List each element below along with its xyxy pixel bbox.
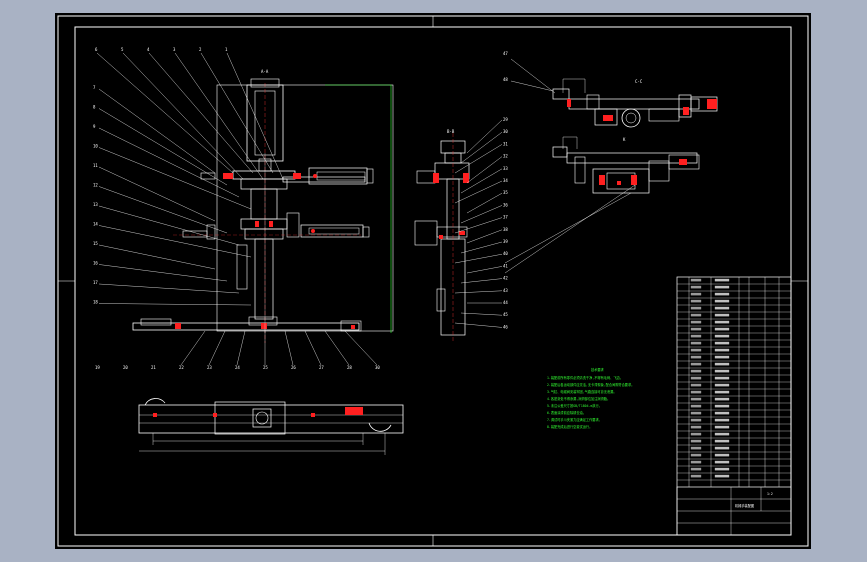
view-label-a: A-A — [261, 69, 269, 74]
detail-view-lower — [552, 136, 700, 194]
balloon-label: 22 — [179, 365, 184, 370]
note-line: 2.装配后各运动部件应灵活,无卡滞现象,配合间隙符合要求。 — [547, 382, 634, 387]
view-label-k: K — [623, 137, 626, 142]
balloon-label: 30 — [503, 129, 508, 134]
section-view — [414, 133, 470, 343]
balloon-label: 44 — [503, 300, 508, 305]
balloon-label: 47 — [503, 51, 508, 56]
balloon-label: 13 — [93, 202, 98, 207]
balloon-label: 31 — [503, 141, 508, 146]
balloon-label: 20 — [123, 365, 128, 370]
balloon-label: 48 — [503, 77, 508, 82]
note-line: 1.装配前所有零件必须清洗干净,不得有毛刺、飞边。 — [547, 375, 623, 380]
balloon-label: 32 — [503, 154, 508, 159]
leader-lines-left — [96, 52, 378, 366]
balloon-label: 42 — [503, 276, 508, 281]
balloon-label: 27 — [319, 365, 324, 370]
balloon-label: 26 — [291, 365, 296, 370]
balloon-label: 1 — [225, 47, 228, 52]
balloon-label: 39 — [503, 239, 508, 244]
balloon-label: 40 — [503, 251, 508, 256]
view-label-b: B-B — [447, 129, 455, 134]
balloons-mid: 29 30 31 32 33 34 35 36 37 38 39 40 41 42 43 44 45 46 — [503, 117, 508, 329]
balloon-label: 33 — [503, 166, 508, 171]
leader-lines-right — [504, 58, 636, 274]
balloon-label: 25 — [263, 365, 268, 370]
balloon-label: 14 — [93, 222, 98, 227]
balloon-label: 38 — [503, 227, 508, 232]
balloon-label: 16 — [93, 261, 98, 266]
balloon-label: 29 — [503, 117, 508, 122]
balloon-label: 23 — [207, 365, 212, 370]
view-label-c: C-C — [635, 79, 643, 84]
balloon-label: 5 — [121, 47, 124, 52]
balloon-label: 36 — [503, 202, 508, 207]
balloon-label: 11 — [93, 163, 98, 168]
balloon-label: 30 — [375, 365, 380, 370]
note-line: 6.表面涂漆前应除锈去油。 — [547, 410, 586, 415]
balloon-label: 8 — [93, 105, 96, 110]
parts-list: 机械手装配图 1:2 — [676, 276, 792, 536]
note-line: 5.未注公差尺寸按GB/T1804-m执行。 — [547, 403, 602, 408]
balloon-label: 37 — [503, 215, 508, 220]
inner-frame — [74, 26, 792, 536]
title-block-title: 机械手装配图 — [735, 503, 754, 508]
main-view — [132, 78, 394, 343]
balloon-label: 6 — [95, 47, 98, 52]
balloon-label: 43 — [503, 288, 508, 293]
note-line: 3.气缸、电磁阀安装牢固,气路连接可靠无泄漏。 — [547, 389, 617, 394]
balloon-label: 28 — [347, 365, 352, 370]
balloon-label: 24 — [235, 365, 240, 370]
balloon-label: 34 — [503, 178, 508, 183]
balloon-label: 9 — [93, 124, 96, 129]
balloon-label: 46 — [503, 324, 508, 329]
note-line: 7.调试时手爪夹紧力应满足工作要求。 — [547, 417, 602, 422]
note-line: 4.各密封处不得渗漏,润滑部位加注润滑脂。 — [547, 396, 610, 401]
balloon-label: 3 — [173, 47, 176, 52]
balloon-label: 15 — [93, 241, 98, 246]
balloon-label: 41 — [503, 263, 508, 268]
balloons-right: 47 48 — [503, 51, 508, 82]
title-block-scale: 1:2 — [767, 492, 773, 496]
balloon-label: 10 — [93, 144, 98, 149]
balloon-label: 2 — [199, 47, 202, 52]
notes-title: 技术要求 — [591, 367, 605, 372]
balloon-label: 7 — [93, 85, 96, 90]
balloon-label: 21 — [151, 365, 156, 370]
balloon-label: 17 — [93, 280, 98, 285]
balloon-label: 12 — [93, 183, 98, 188]
note-line: 8.装配完成后进行空载试运行。 — [547, 424, 592, 429]
balloon-label: 35 — [503, 190, 508, 195]
balloon-label: 4 — [147, 47, 150, 52]
bottom-view — [138, 398, 404, 455]
technical-notes: 技术要求 1.装配前所有零件必须清洗干净,不得有毛刺、飞边。 2.装配后各运动部件… — [547, 367, 634, 429]
balloon-label: 19 — [95, 365, 100, 370]
balloon-label: 45 — [503, 312, 508, 317]
balloon-label: 18 — [93, 300, 98, 305]
detail-view-upper — [552, 78, 718, 128]
leader-lines-mid — [454, 119, 503, 328]
